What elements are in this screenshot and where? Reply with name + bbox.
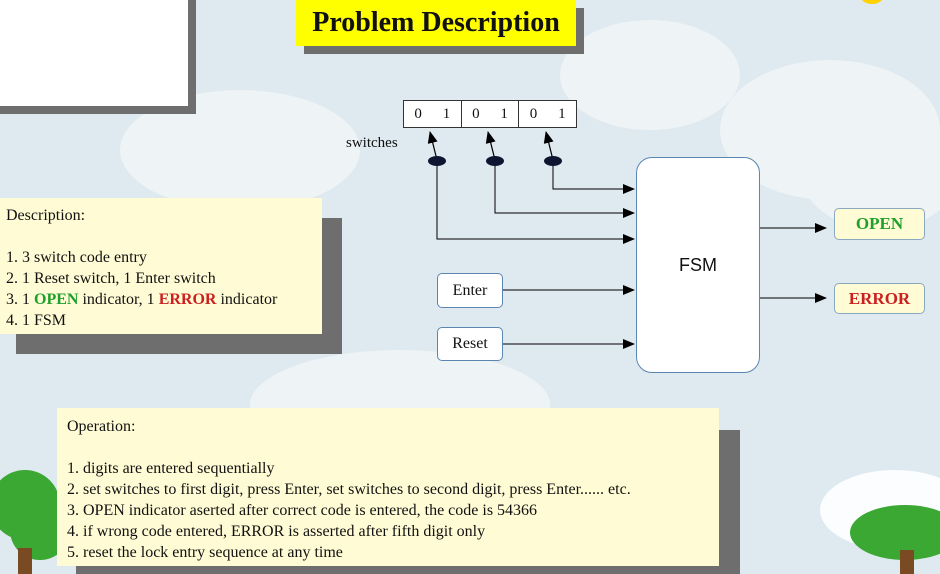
operation-item: 3. OPEN indicator aserted after correct … <box>67 502 538 519</box>
paper-sheet <box>0 0 188 106</box>
switch-1[interactable]: 0 1 <box>404 101 462 127</box>
switch-3-zero: 0 <box>529 105 538 122</box>
description-heading: Description: <box>6 207 86 224</box>
error-indicator: ERROR <box>834 283 925 314</box>
sun-decoration <box>860 0 884 4</box>
switch-3-one: 1 <box>558 105 566 122</box>
description-item: 1. 3 switch code entry <box>6 249 147 266</box>
switch-bank: 0 1 0 1 0 1 <box>403 100 577 128</box>
tree-trunk-decoration <box>18 548 32 574</box>
switch-2-one: 1 <box>500 105 508 122</box>
switch-lever-3 <box>543 131 562 166</box>
open-indicator: OPEN <box>834 208 925 240</box>
switch-1-zero: 0 <box>414 105 422 122</box>
error-keyword: ERROR <box>158 291 217 308</box>
switch-3[interactable]: 0 1 <box>519 101 576 127</box>
description-item: 4. 1 FSM <box>6 312 67 329</box>
description-item3-prefix: 3. 1 <box>6 291 30 308</box>
wire-switch-2 <box>494 166 635 218</box>
switch-2-zero: 0 <box>472 105 480 122</box>
cloud-decoration <box>560 20 740 130</box>
tree-decoration <box>850 505 940 560</box>
operation-item: 5. reset the lock entry sequence at any … <box>67 544 343 561</box>
operation-heading: Operation: <box>67 418 136 435</box>
switch-2[interactable]: 0 1 <box>462 101 520 127</box>
wire-switch-3 <box>552 166 635 194</box>
operation-item: 1. digits are entered sequentially <box>67 460 275 477</box>
page-title: Problem Description <box>296 0 576 46</box>
tree-trunk-decoration <box>900 550 914 574</box>
switch-lever-2 <box>485 131 504 166</box>
enter-button[interactable]: Enter <box>437 273 503 308</box>
switch-1-one: 1 <box>442 105 451 122</box>
fsm-block: FSM <box>636 157 760 373</box>
operation-item: 4. if wrong code entered, ERROR is asser… <box>67 523 486 540</box>
switches-label: switches <box>346 135 398 151</box>
description-item3-suffix: indicator <box>220 291 278 308</box>
description-item: 2. 1 Reset switch, 1 Enter switch <box>6 270 216 287</box>
reset-button[interactable]: Reset <box>437 327 503 361</box>
wire-switch-1 <box>436 166 635 244</box>
operation-item: 2. set switches to first digit, press En… <box>67 481 631 498</box>
open-keyword: OPEN <box>34 291 79 308</box>
description-item3-mid: indicator, 1 <box>82 291 155 308</box>
description-box: Description: 1. 3 switch code entry 2. 1… <box>0 198 322 334</box>
switch-lever-1 <box>427 131 446 166</box>
operation-box: Operation: 1. digits are entered sequent… <box>57 408 719 566</box>
description-item: 3. 1 OPEN indicator, 1 ERROR indicator <box>6 289 316 310</box>
